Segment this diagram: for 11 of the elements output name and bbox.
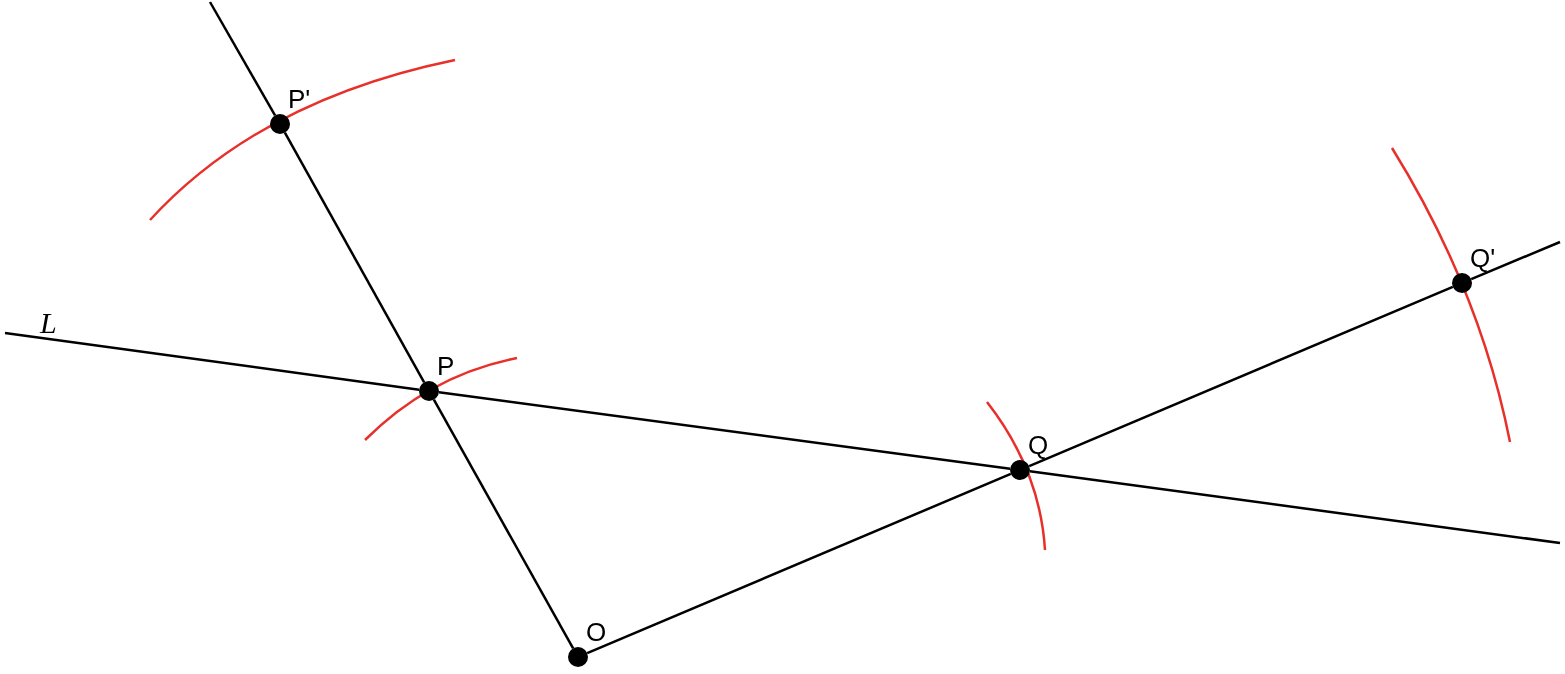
point-label: Q [1028,430,1049,460]
point-label: P [437,351,455,381]
point-label: O [586,617,607,647]
line-segment [1028,285,1454,468]
line-segment [438,391,1011,470]
line-segment [586,472,1012,655]
point-label: Q' [1470,243,1496,273]
point-label: P' [288,84,311,114]
line-label: L [40,306,57,340]
line-segment [432,399,575,649]
line-segment [283,132,426,383]
